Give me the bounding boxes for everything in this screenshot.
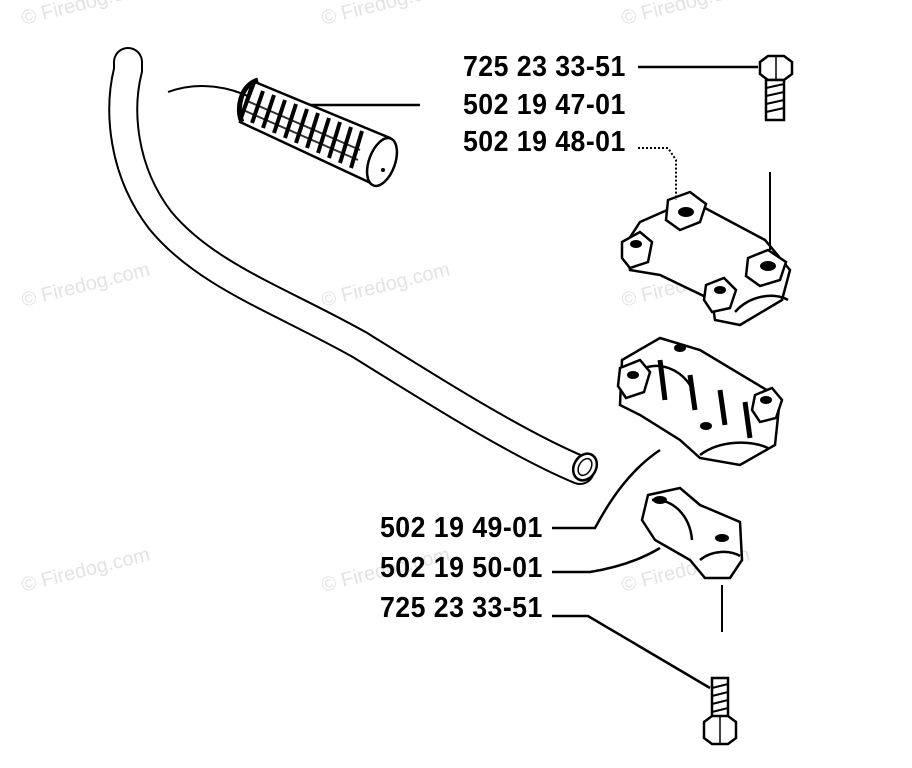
upper-clamp xyxy=(620,172,792,327)
label-middle-clamp: 502 19 49-01 xyxy=(380,512,543,544)
middle-clamp xyxy=(616,336,784,467)
label-top-bolt: 725 23 33-51 xyxy=(463,51,626,83)
lower-clamp xyxy=(640,486,744,632)
leader-lines xyxy=(310,65,758,690)
bottom-bolt xyxy=(702,676,738,746)
label-upper-clamp: 502 19 48-01 xyxy=(463,126,626,158)
label-bottom-bolt: 725 23 33-51 xyxy=(380,592,543,624)
handle-grip xyxy=(236,77,399,188)
handlebar-tube xyxy=(108,47,599,485)
label-grip: 502 19 47-01 xyxy=(463,89,626,121)
top-bolt xyxy=(758,54,794,122)
label-lower-clamp: 502 19 50-01 xyxy=(380,552,543,584)
